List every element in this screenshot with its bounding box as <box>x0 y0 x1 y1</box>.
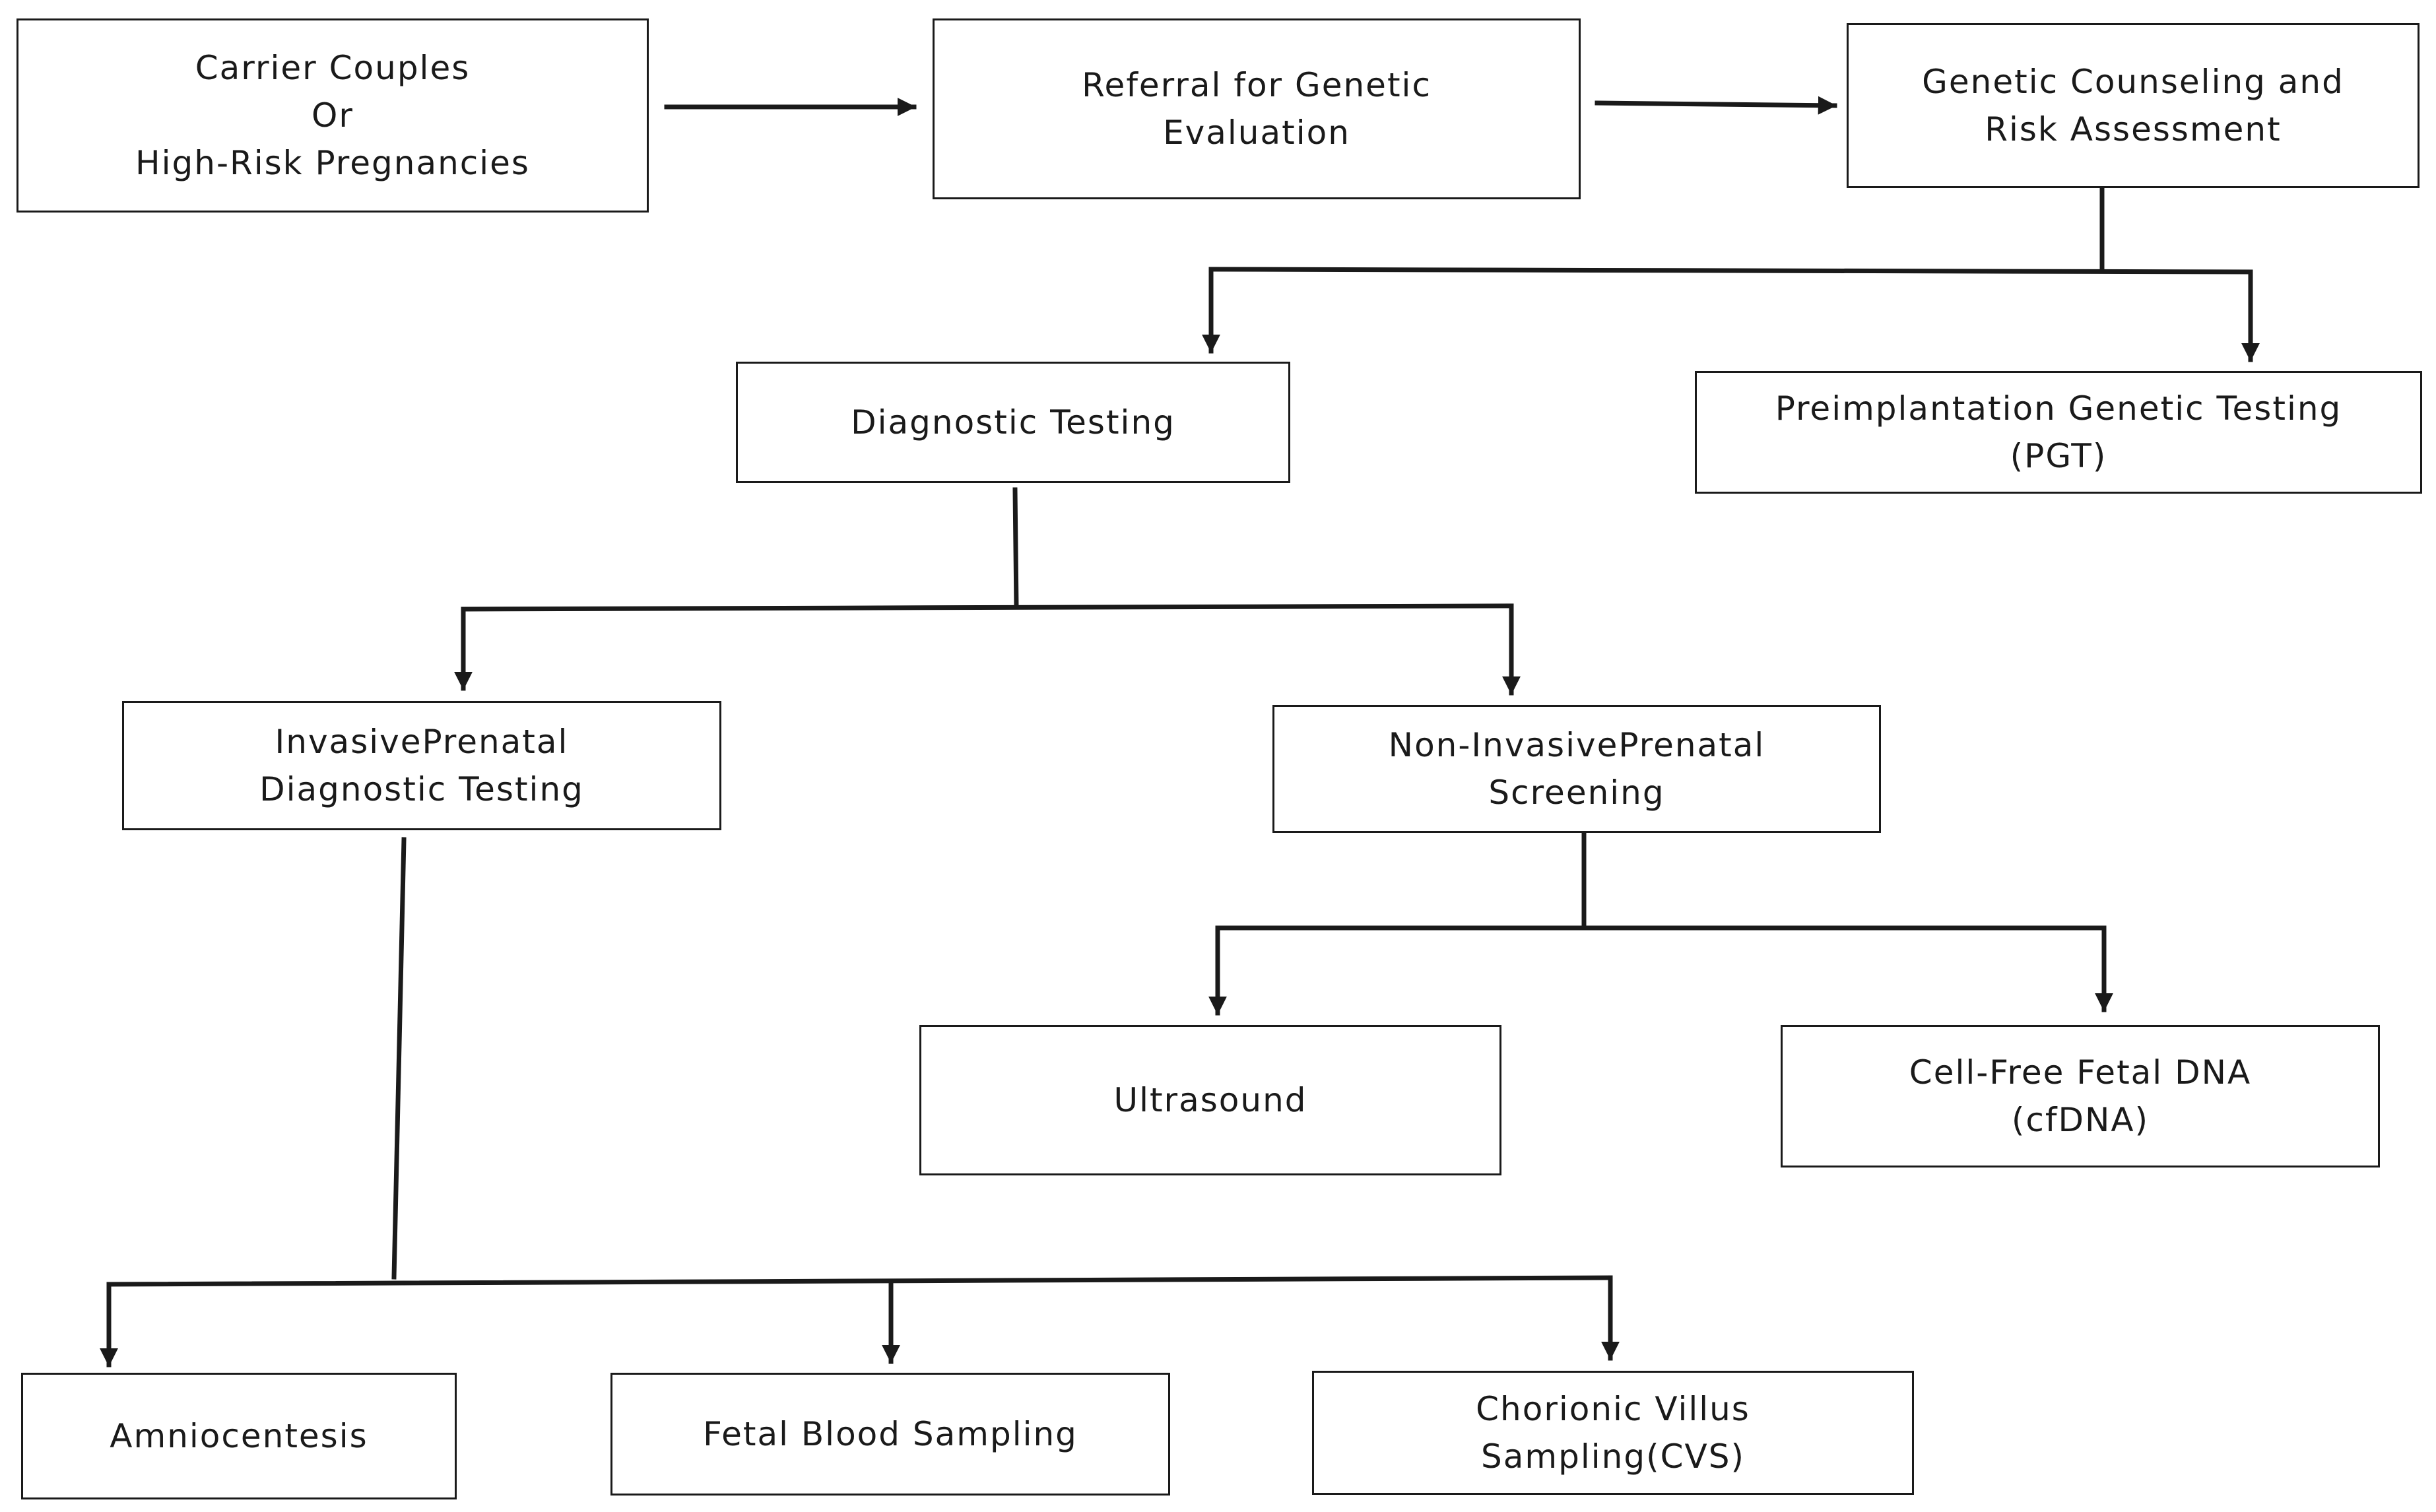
node-preimplantation-genetic-testing: Preimplantation Genetic Testing (PGT) <box>1695 371 2422 494</box>
node-ultrasound-label: Ultrasound <box>1113 1081 1307 1119</box>
node-noninvasive-label: Non-InvasivePrenatal Screening <box>1388 726 1765 812</box>
node-amnio-label: Amniocentesis <box>110 1417 368 1455</box>
node-counseling-label: Genetic Counseling and Risk Assessment <box>1922 63 2344 148</box>
node-chorionic-villus-sampling: Chorionic Villus Sampling(CVS) <box>1312 1371 1914 1495</box>
node-cvs-label: Chorionic Villus Sampling(CVS) <box>1476 1390 1750 1476</box>
node-cell-free-fetal-dna: Cell-Free Fetal DNA (cfDNA) <box>1781 1025 2380 1167</box>
connector-invasive-stem <box>391 837 407 1280</box>
connector-diagnostic-stem <box>1012 487 1019 610</box>
node-genetic-counseling: Genetic Counseling and Risk Assessment <box>1847 23 2420 188</box>
node-diagnostic-testing: Diagnostic Testing <box>736 362 1290 483</box>
node-pgt-label: Preimplantation Genetic Testing (PGT) <box>1775 389 2342 475</box>
node-amniocentesis: Amniocentesis <box>21 1373 457 1499</box>
node-referral-genetic-evaluation: Referral for Genetic Evaluation <box>933 18 1581 199</box>
arrow-referral-to-counseling <box>1595 96 1837 115</box>
node-ultrasound: Ultrasound <box>919 1025 1501 1175</box>
node-cfdna-label: Cell-Free Fetal DNA (cfDNA) <box>1909 1053 2252 1139</box>
connector-invasive-bar <box>106 1275 1613 1287</box>
node-non-invasive-prenatal-screening: Non-InvasivePrenatal Screening <box>1272 705 1881 833</box>
node-carrier-couples: Carrier Couples Or High-Risk Pregnancies <box>16 18 649 213</box>
connector-diagnostic-bar <box>461 603 1514 612</box>
connector-counseling-bar <box>1208 267 2253 275</box>
node-fetal-blood-sampling: Fetal Blood Sampling <box>610 1373 1170 1496</box>
node-fbs-label: Fetal Blood Sampling <box>703 1415 1078 1453</box>
node-carrier-couples-label: Carrier Couples Or High-Risk Pregnancies <box>135 49 530 182</box>
node-diagnostic-label: Diagnostic Testing <box>851 403 1175 442</box>
node-invasive-label: InvasivePrenatal Diagnostic Testing <box>259 723 584 808</box>
node-referral-label: Referral for Genetic Evaluation <box>1082 66 1432 152</box>
node-invasive-prenatal-diagnostic-testing: InvasivePrenatal Diagnostic Testing <box>122 701 721 830</box>
